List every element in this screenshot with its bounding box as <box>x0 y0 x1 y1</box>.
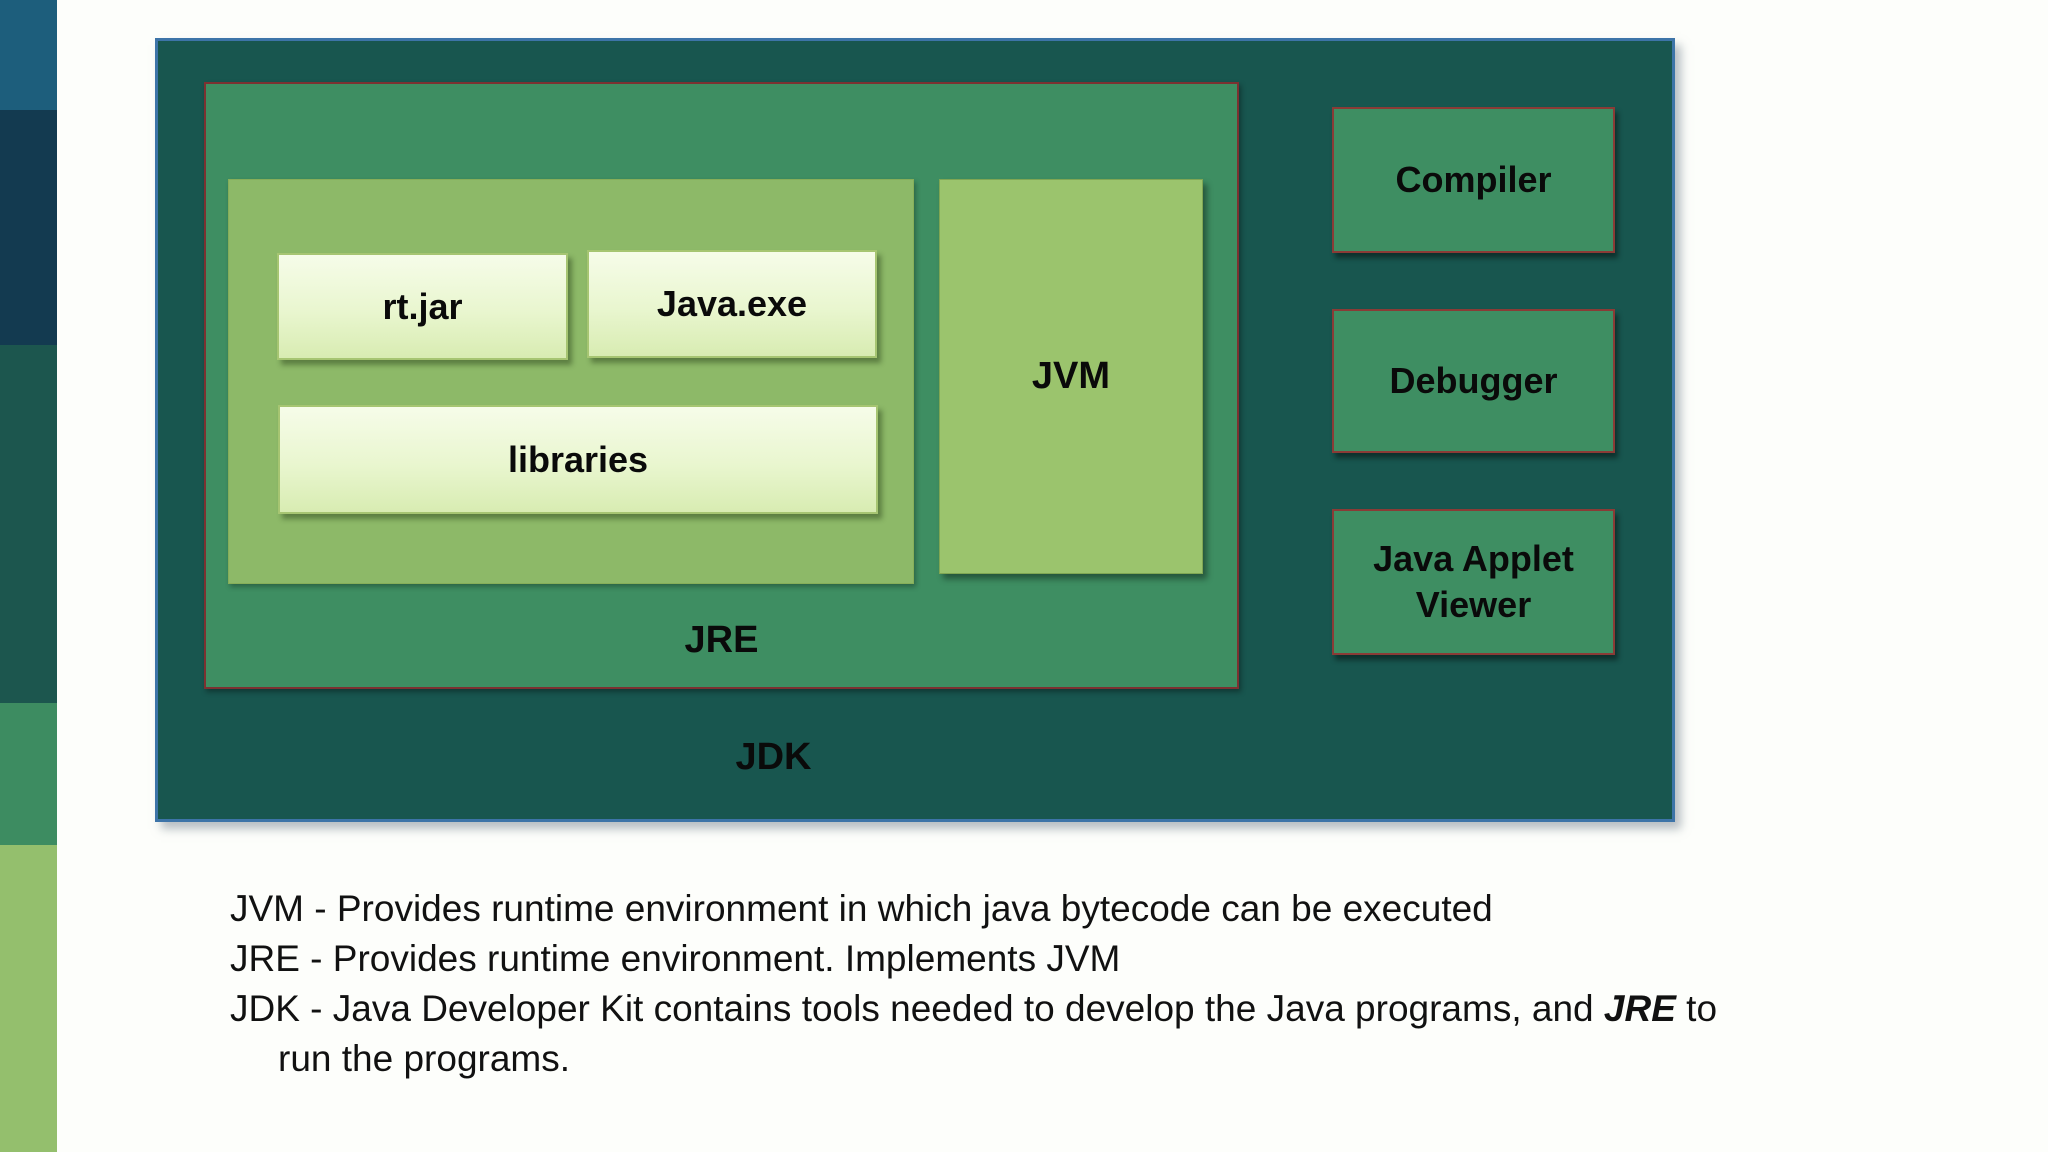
note-jdk-highlight: JRE <box>1603 988 1676 1029</box>
jdk-container: rt.jar Java.exe libraries JVM JRE JDK Co… <box>155 38 1675 822</box>
debugger-box: Debugger <box>1332 309 1615 453</box>
jdk-label: JDK <box>735 736 812 778</box>
jvm-box: JVM <box>939 179 1203 574</box>
strip-band-light-green <box>0 845 57 1152</box>
strip-band-teal-blue <box>0 0 57 110</box>
compiler-box: Compiler <box>1332 107 1615 253</box>
notes-block: JVM - Provides runtime environment in wh… <box>230 884 1950 1084</box>
libraries-box: libraries <box>278 405 878 514</box>
strip-band-dark-teal <box>0 345 57 703</box>
note-jdk: JDK - Java Developer Kit contains tools … <box>230 984 1950 1034</box>
rtjar-box: rt.jar <box>277 253 568 360</box>
javaexe-label: Java.exe <box>656 283 808 324</box>
java-applet-viewer-label: Java Applet Viewer <box>1373 538 1574 625</box>
note-jdk-continued: run the programs. <box>278 1038 571 1079</box>
decorative-strip <box>0 0 57 1152</box>
compiler-label: Compiler <box>1395 159 1552 201</box>
libraries-label: libraries <box>507 438 649 480</box>
note-jre: JRE - Provides runtime environment. Impl… <box>230 938 1121 979</box>
note-jdk-prefix: JDK - Java Developer Kit contains tools … <box>230 988 1604 1029</box>
strip-band-navy <box>0 110 57 345</box>
rtjar-label: rt.jar <box>382 285 463 327</box>
jre-label: JRE <box>684 619 759 661</box>
jre-inner-panel: rt.jar Java.exe libraries <box>228 179 914 584</box>
note-jvm: JVM - Provides runtime environment in wh… <box>230 888 1493 929</box>
java-applet-viewer-box: Java Applet Viewer <box>1332 509 1615 655</box>
strip-band-green <box>0 703 57 845</box>
jvm-label: JVM <box>1031 355 1111 397</box>
debugger-label: Debugger <box>1389 360 1558 402</box>
javaexe-box: Java.exe <box>587 250 877 358</box>
jre-container: rt.jar Java.exe libraries JVM JRE <box>204 82 1239 689</box>
note-jdk-suffix: to <box>1675 988 1718 1029</box>
